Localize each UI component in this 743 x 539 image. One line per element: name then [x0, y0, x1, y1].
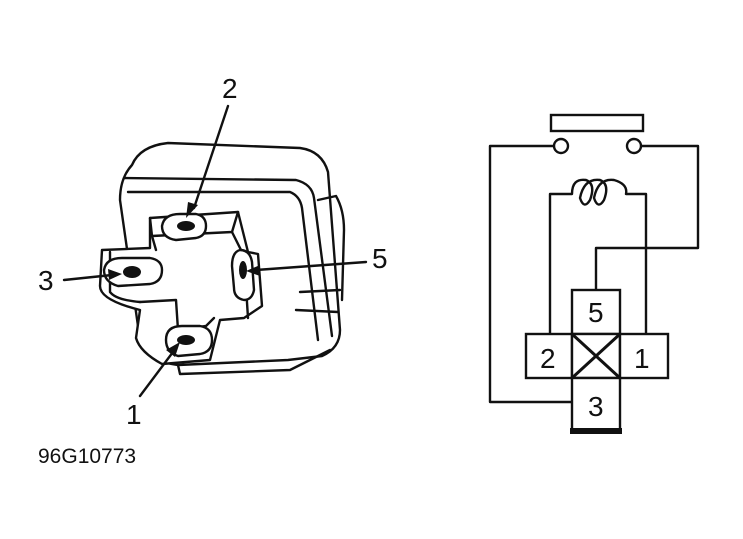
- terminal-box-2: [524, 332, 574, 380]
- relay-label-2: 2: [222, 73, 238, 104]
- terminal-box-3: [570, 376, 622, 432]
- relay-leaders: [62, 104, 368, 398]
- relay-label-3: 3: [38, 265, 54, 296]
- figure-code: 96G10773: [38, 445, 136, 468]
- relay-label-1: 1: [126, 399, 142, 430]
- wire-switch-to-5: [594, 144, 700, 292]
- switch-contact-bar: [549, 113, 645, 133]
- terminal-3-base: [570, 428, 622, 434]
- relay-body: [98, 141, 346, 376]
- schematic-label-5: 5: [588, 297, 604, 328]
- wire-switch-to-3: [488, 144, 574, 404]
- terminal-box-1: [618, 332, 670, 380]
- relay-label-5: 5: [372, 243, 388, 274]
- schematic-label-2: 2: [540, 343, 556, 374]
- relay-schematic: [488, 113, 700, 434]
- switch-contact-left: [552, 137, 570, 155]
- coil: [548, 178, 648, 336]
- schematic-label-1: 1: [634, 343, 650, 374]
- schematic-label-3: 3: [588, 391, 604, 422]
- switch-contact-right: [625, 137, 643, 155]
